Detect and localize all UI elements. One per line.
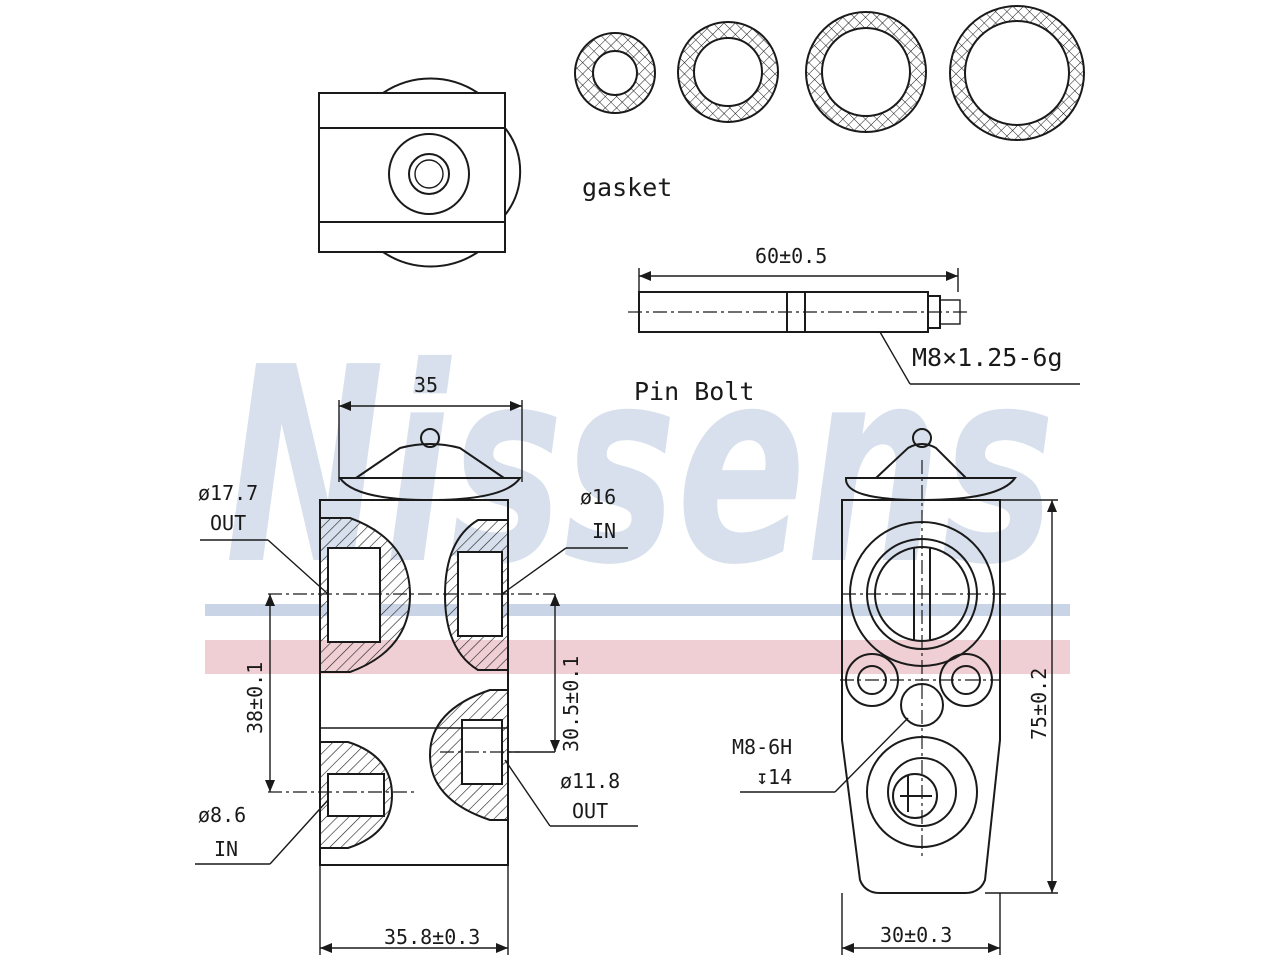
gasket-label: gasket	[582, 173, 672, 202]
valve-side-view	[740, 428, 1058, 955]
out-small-dia: ø11.8	[560, 769, 620, 793]
thread-spec: M8×1.25-6g	[912, 343, 1063, 372]
in-large-label: IN	[592, 519, 616, 543]
out-small-label: OUT	[572, 799, 608, 823]
pin-bolt-label: Pin Bolt	[634, 377, 754, 406]
out-large-dia: ø17.7	[198, 481, 258, 505]
width-35-8: 35.8±0.3	[384, 925, 480, 949]
valve-top-view	[318, 77, 522, 268]
top-width-dim: 35	[414, 373, 438, 397]
height-75: 75±0.2	[1027, 668, 1051, 740]
dim-38: 38±0.1	[243, 662, 267, 734]
watermark-stripe-blue	[205, 604, 1070, 616]
in-large-dia: ø16	[580, 485, 616, 509]
pin-bolt	[628, 268, 1080, 385]
dim-30-5: 30.5±0.1	[559, 656, 583, 752]
valve-front-view	[195, 400, 638, 955]
out-large-label: OUT	[210, 511, 246, 535]
width-30: 30±0.3	[880, 923, 952, 947]
in-small-label: IN	[214, 837, 238, 861]
pin-length-dim: 60±0.5	[755, 244, 827, 268]
in-small-dia: ø8.6	[198, 803, 246, 827]
thread-hole-label: M8-6H	[732, 735, 792, 759]
gasket-group	[574, 5, 1085, 141]
thread-depth-label: ↧14	[756, 765, 792, 789]
